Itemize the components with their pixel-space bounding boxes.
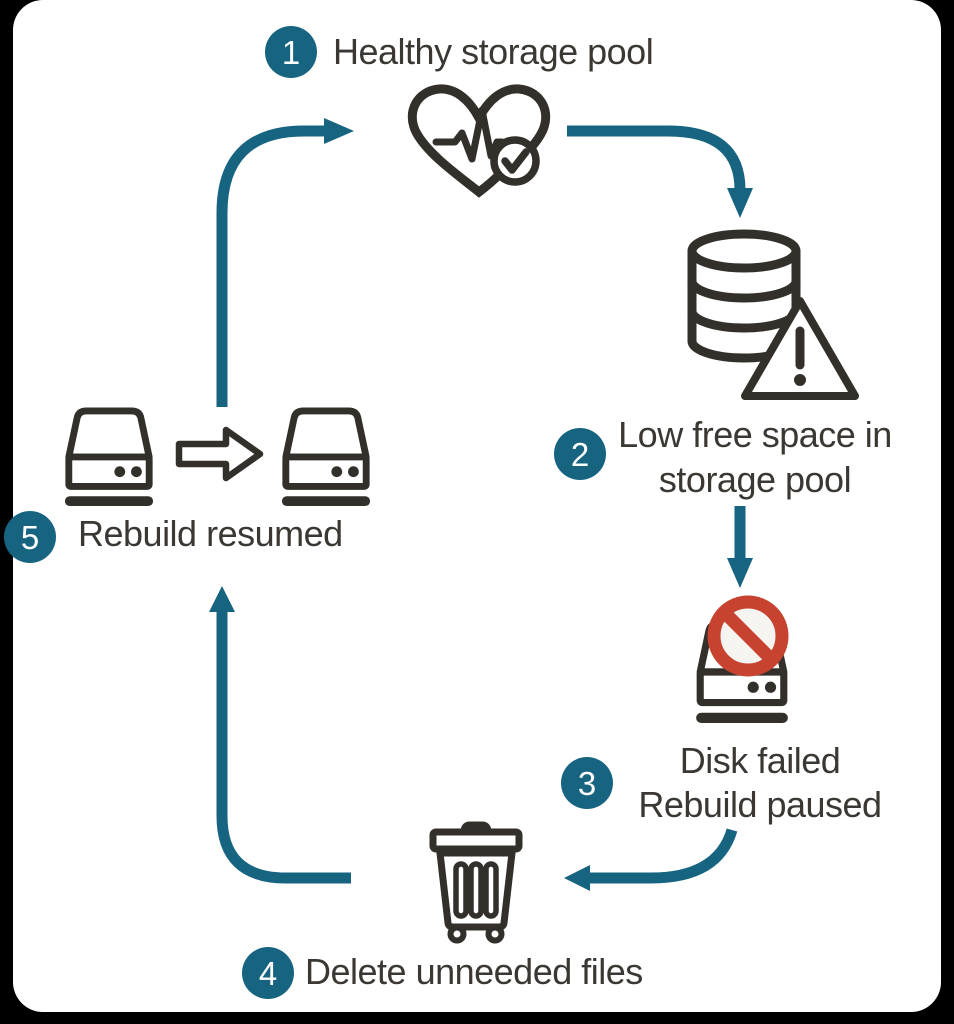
- disk-target-icon: [281, 407, 371, 506]
- step-3-number: 3: [577, 764, 597, 802]
- prohibition-sign-icon: [707, 595, 789, 677]
- arrow-step4-to-step5: [209, 586, 351, 884]
- step-3-label-line2: Rebuild paused: [638, 784, 882, 825]
- step-3-label-line1: Disk failed: [679, 740, 841, 781]
- arrow-step3-to-step4: [564, 828, 738, 891]
- diagram-card: [13, 0, 941, 1012]
- step-4-number: 4: [258, 954, 278, 992]
- step-5-label: Rebuild resumed: [78, 513, 343, 554]
- step-5-number: 5: [20, 518, 40, 556]
- trash-can-icon: [429, 821, 523, 944]
- step-5-badge: 5: [4, 511, 56, 563]
- step-1-badge: 1: [265, 26, 317, 78]
- step-4-badge: 4: [242, 947, 294, 999]
- step-3-badge: 3: [561, 757, 613, 809]
- warning-triangle-icon: [741, 297, 859, 400]
- replace-arrow-icon: [175, 426, 264, 482]
- disk-source-icon: [64, 407, 154, 506]
- step-2-label-line1: Low free space in: [618, 414, 892, 455]
- heart-pulse-check-icon: [407, 84, 551, 198]
- step-2-number: 2: [570, 435, 590, 473]
- step-1-label: Healthy storage pool: [333, 31, 654, 72]
- step-2-label: Low free space in storage pool: [590, 412, 920, 502]
- arrow-step1-to-step2: [567, 125, 753, 218]
- arrow-step2-to-step3: [727, 506, 753, 588]
- step-3-label: Disk failed Rebuild paused: [595, 739, 925, 827]
- step-2-label-line2: storage pool: [658, 459, 852, 500]
- step-1-number: 1: [281, 33, 301, 71]
- step-4-label: Delete unneeded files: [305, 951, 643, 992]
- step-2-badge: 2: [554, 428, 606, 480]
- arrow-step5-to-step1: [216, 118, 354, 407]
